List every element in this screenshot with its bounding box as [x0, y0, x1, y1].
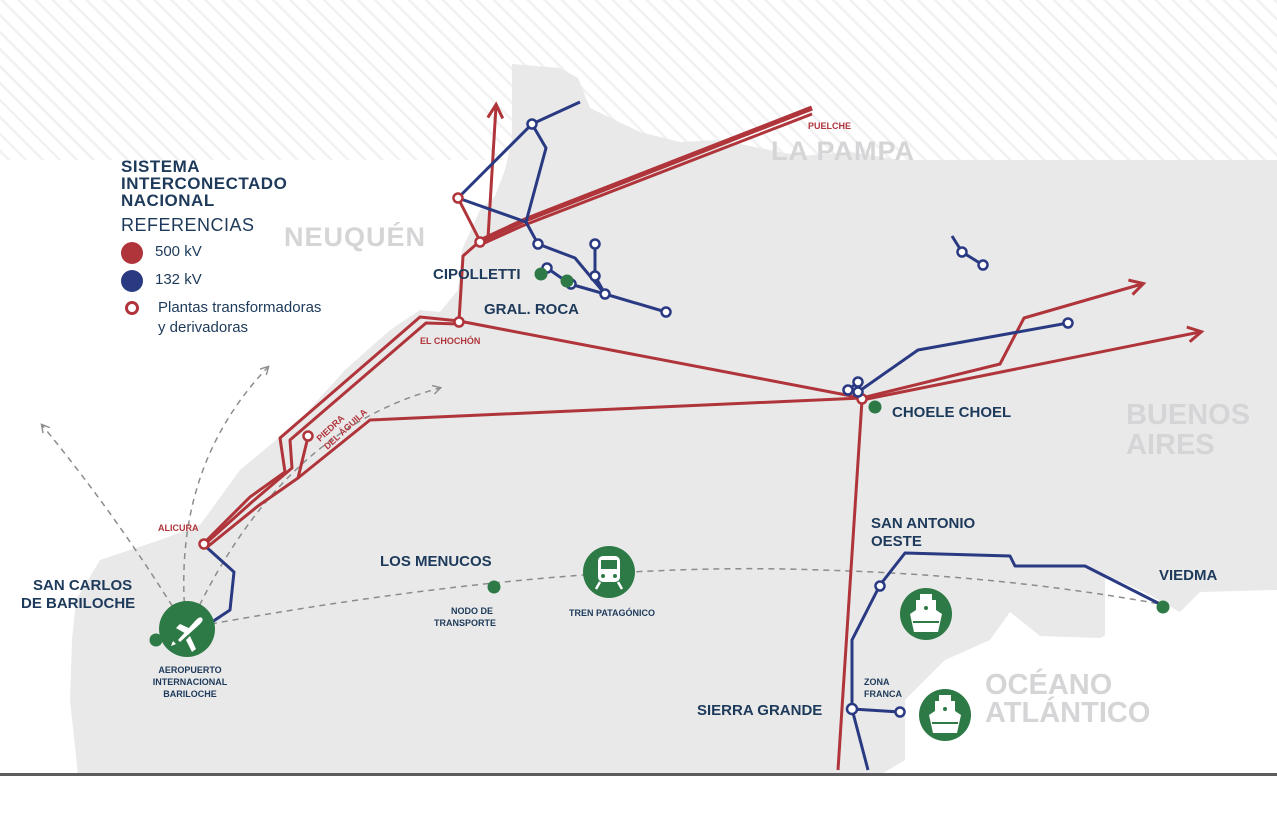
plant-marker-b3: [589, 238, 601, 250]
label-choele-choel: CHOELE CHOEL: [892, 404, 1011, 421]
label-los-menucos: LOS MENUCOS: [380, 553, 492, 570]
line-500kv-piedra-choele: [297, 396, 863, 480]
line-500kv-puelche-b: [479, 112, 813, 247]
plant-marker-b13: [852, 376, 864, 388]
plant-marker-b10: [977, 259, 989, 271]
label-bariloche-2: DE BARILOCHE: [21, 595, 135, 612]
label-sierra-grande: SIERRA GRANDE: [697, 702, 822, 719]
label-tren: TREN PATAGÓNICO: [569, 607, 655, 618]
plant-marker-b6: [660, 306, 672, 318]
legend-item-500kv: 500 kV: [121, 242, 381, 264]
legend-label: Plantas transformadoras y derivadoras: [158, 299, 322, 336]
label-nodo-1: NODO DE: [451, 606, 493, 616]
train-icon: [583, 546, 635, 598]
plant-marker-el-chochon: [453, 316, 465, 328]
plant-marker-b14: [852, 386, 864, 398]
plant-marker-b9: [956, 246, 968, 258]
label-zona-franca-1: ZONA: [864, 677, 890, 687]
node-cipolletti: [534, 267, 548, 281]
line-500kv-alicura-3: [205, 436, 310, 550]
region-oceano-2: ATLÁNTICO: [985, 695, 1150, 729]
line-500kv-north: [486, 106, 496, 239]
air-route-1: [40, 423, 185, 626]
plant-marker-b5: [599, 288, 611, 300]
plant-marker-piedra: [302, 430, 314, 442]
legend-swatch-red: [121, 242, 143, 264]
region-la-pampa: LA PAMPA: [771, 136, 915, 166]
region-buenos-aires-1: BUENOS: [1126, 399, 1250, 431]
label-aeropuerto-1: AEROPUERTO: [158, 665, 221, 675]
plant-marker-alicura: [198, 538, 210, 550]
node-bariloche: [149, 633, 163, 647]
node-gral-roca: [560, 274, 574, 288]
label-aeropuerto-3: BARILOCHE: [163, 689, 217, 699]
node-viedma: [1156, 600, 1170, 614]
coast-strip: [1105, 160, 1277, 612]
plant-marker-b15: [874, 580, 886, 592]
label-bariloche-1: SAN CARLOS: [33, 577, 132, 594]
region-buenos-aires-2: AIRES: [1126, 429, 1215, 461]
line-500kv-alicura-2: [202, 321, 460, 547]
land-mass: [70, 64, 1277, 775]
station-puelche: PUELCHE: [808, 121, 851, 131]
label-gral-roca: GRAL. ROCA: [484, 301, 579, 318]
line-500kv-alicura-1: [202, 315, 460, 545]
plant-marker-junction: [474, 236, 486, 248]
legend-swatch-ring: [125, 301, 139, 315]
line-500kv-chochon-choele: [458, 319, 863, 400]
plant-marker-b17: [894, 706, 906, 718]
legend-label: 500 kV: [155, 243, 202, 260]
label-cipolletti: CIPOLLETTI: [433, 266, 521, 283]
station-alicura: ALICURA: [158, 523, 199, 533]
ship-icon: [900, 588, 952, 640]
legend-subtitle: REFERENCIAS: [121, 215, 255, 235]
air-route-3: [189, 384, 443, 626]
label-viedma: VIEDMA: [1159, 567, 1218, 584]
plant-marker-b12: [842, 384, 854, 396]
legend-swatch-blue: [121, 270, 143, 292]
air-route-2: [183, 365, 270, 626]
station-el-chochon: EL CHOCHÓN: [420, 335, 480, 346]
plant-marker-b11: [1062, 317, 1074, 329]
plant-marker-b4: [589, 270, 601, 282]
legend-label: 132 kV: [155, 271, 202, 288]
line-500kv-chochon-north: [456, 197, 482, 322]
map-legend: SISTEMA INTERCONECTADO NACIONAL REFERENC…: [121, 158, 381, 338]
plant-marker-north: [452, 192, 464, 204]
ship-icon: [919, 689, 971, 741]
legend-title-line: SISTEMA: [121, 157, 201, 176]
node-choele-choel: [868, 400, 882, 414]
legend-item-plants: Plantas transformadoras y derivadoras: [121, 298, 381, 338]
legend-title-line: NACIONAL: [121, 191, 215, 210]
line-132kv-north-b: [524, 123, 548, 223]
plant-marker-b16: [845, 702, 859, 716]
line-500kv-south: [836, 399, 864, 771]
label-nodo-2: TRANSPORTE: [434, 618, 496, 628]
region-oceano-1: OCÉANO: [985, 667, 1112, 701]
bottom-rule: [0, 773, 1277, 776]
label-zona-franca-2: FRANCA: [864, 689, 902, 699]
node-los-menucos: [487, 580, 501, 594]
line-500kv-east-1: [861, 284, 1142, 400]
plant-marker-b2: [532, 238, 544, 250]
line-132kv-south: [850, 551, 1161, 771]
legend-title-line: INTERCONECTADO: [121, 174, 288, 193]
line-132kv-zona-franca: [851, 707, 901, 714]
label-san-antonio-2: OESTE: [871, 533, 922, 550]
line-500kv-east-2: [861, 332, 1200, 402]
region-neuquen: NEUQUÉN: [284, 221, 426, 252]
label-aeropuerto-2: INTERNACIONAL: [153, 677, 228, 687]
line-132kv-bariloche: [202, 543, 236, 628]
plant-marker-b1: [526, 118, 538, 130]
label-san-antonio-1: SAN ANTONIO: [871, 515, 976, 532]
legend-item-132kv: 132 kV: [121, 270, 381, 292]
airplane-icon: [159, 601, 215, 657]
